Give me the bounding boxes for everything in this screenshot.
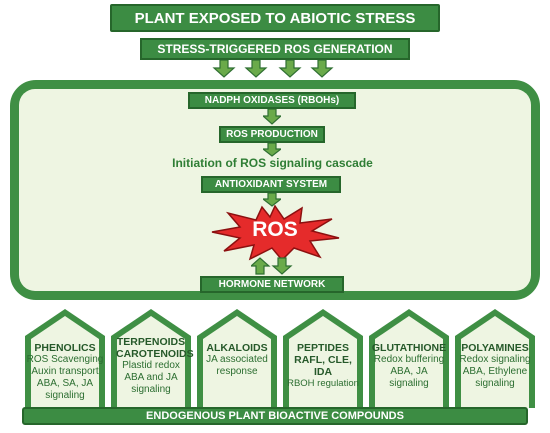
bidirectional-arrows-icon (251, 257, 293, 275)
main-title: PLANT EXPOSED TO ABIOTIC STRESS (110, 4, 440, 32)
hormone-network-box: HORMONE NETWORK (200, 276, 344, 293)
pentagon-card-icon (283, 309, 363, 408)
compound-line: Redox buffering (373, 354, 445, 365)
ros-generation-box: STRESS-TRIGGERED ROS GENERATION (140, 38, 410, 60)
compound-line: RBOH regulation (287, 378, 359, 389)
down-arrow-icon (263, 143, 281, 157)
compound-line: Auxin transport (31, 366, 99, 377)
compound-title: PEPTIDES RAFL, CLE, IDA (294, 342, 352, 378)
ros-label: ROS (252, 218, 298, 241)
down-arrows-icon (212, 60, 334, 78)
ros-production-box: ROS PRODUCTION (219, 126, 325, 143)
initiation-text: Initiation of ROS signaling cascade (172, 156, 373, 170)
compound-card-terpenoids: TERPENOIDS CAROTENOIDS Plastid redox ABA… (108, 306, 194, 410)
compound-line: ABA and JA (124, 372, 178, 383)
compound-line: signaling (389, 378, 429, 389)
pentagon-card-icon (455, 309, 535, 408)
compound-title: ALKALOIDS (206, 342, 268, 354)
compound-line: ABA, Ethylene (462, 366, 528, 377)
pentagon-card-icon (111, 309, 191, 408)
compound-line: signaling (131, 384, 171, 395)
compound-line: Plastid redox (122, 360, 180, 371)
pentagon-card-icon (369, 309, 449, 408)
compound-title: POLYAMINES (461, 342, 529, 354)
compound-card-glutathione: GLUTATHIONE Redox buffering ABA, JA sign… (366, 306, 452, 410)
nadph-oxidases-box: NADPH OXIDASES (RBOHs) (188, 92, 356, 109)
compound-line: Redox signaling (459, 354, 531, 365)
compound-title: TERPENOIDS CAROTENOIDS (116, 336, 194, 360)
compound-card-alkaloids: ALKALOIDS JA associated response (194, 306, 280, 410)
antioxidant-system-box: ANTIOXIDANT SYSTEM (201, 176, 341, 193)
compound-title: PHENOLICS (34, 342, 96, 354)
pentagon-card-icon (25, 309, 105, 408)
ros-burst-icon (211, 205, 340, 261)
down-arrow-icon (263, 193, 281, 207)
pentagon-card-icon (197, 309, 277, 408)
compound-line: response (216, 366, 258, 377)
compound-card-phenolics: PHENOLICS ROS Scavenging Auxin transport… (22, 306, 108, 410)
compound-line: ABA, JA (390, 366, 428, 377)
compound-title: GLUTATHIONE (371, 342, 447, 354)
footer-bar: ENDOGENOUS PLANT BIOACTIVE COMPOUNDS (22, 407, 528, 425)
compound-card-polyamines: POLYAMINES Redox signaling ABA, Ethylene… (452, 306, 538, 410)
compound-line: ABA, SA, JA (36, 378, 94, 389)
down-arrow-icon (263, 109, 281, 125)
compound-line: signaling (475, 378, 515, 389)
compound-line: signaling (45, 390, 85, 401)
compound-line: ROS Scavenging (26, 354, 104, 365)
compound-card-peptides: PEPTIDES RAFL, CLE, IDA RBOH regulation (280, 306, 366, 410)
compound-line: JA associated (206, 354, 268, 365)
